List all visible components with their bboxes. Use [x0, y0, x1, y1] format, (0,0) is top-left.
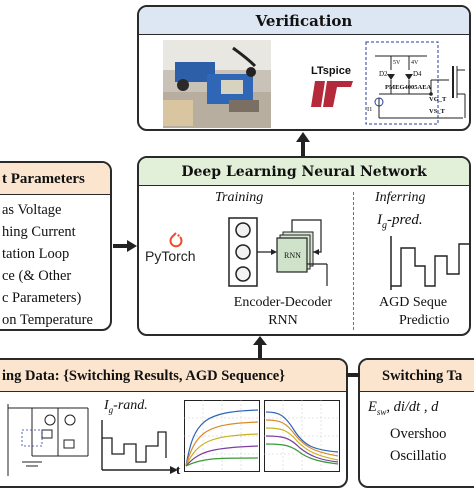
agd-caption-line1: AGD Seque [379, 295, 448, 310]
ig-pred-label: Ig-pred. [377, 212, 423, 231]
switching-targets-panel: Switching Ta Esw, di/dt , d Overshoo Osc… [358, 358, 474, 488]
input-parameters-panel: t Parameters as Voltage hing Current tat… [0, 161, 112, 331]
schematic-label-vgt: VG_T [429, 96, 447, 103]
pytorch-label: PyTorch [145, 248, 196, 264]
input-parameters-title: t Parameters [0, 163, 110, 195]
dlnn-title: Deep Learning Neural Network [139, 158, 469, 186]
schematic-label-vst: VS_T [429, 108, 445, 115]
schematic-drawing [365, 41, 466, 125]
ltspice-logo-mark [311, 81, 353, 107]
schematic-label-d2: D2 [379, 70, 388, 78]
switching-response-plot-2 [264, 400, 340, 472]
rnn-block-label: RNN [284, 251, 301, 260]
param-item: ce (& Other [2, 268, 72, 284]
pytorch-flame-icon [169, 232, 183, 248]
switching-targets-list: Esw, di/dt , d Overshoo Oscillatio [368, 396, 446, 467]
switching-response-plot-1 [184, 400, 260, 472]
ig-rand-suffix: -rand. [113, 398, 148, 413]
switching-targets-title: Switching Ta [360, 360, 474, 392]
target-line-1: Esw, di/dt , d [368, 396, 446, 423]
verification-panel: Verification LTspice [137, 5, 471, 131]
training-data-title: ing Data: {Switching Results, AGD Sequen… [0, 360, 346, 392]
ig-rand-waveform [101, 420, 178, 474]
arrow-targets-connector [346, 373, 360, 377]
arrow-data-to-network [253, 336, 267, 358]
arrow-params-to-network [113, 240, 137, 252]
encoder-decoder-line1: Encoder-Decoder [233, 295, 333, 310]
schematic-label-5v: 5V [393, 60, 401, 66]
pytorch-logo: PyTorch [145, 232, 209, 264]
input-parameters-list: as Voltage hing Current tation Loop ce (… [2, 199, 93, 329]
arrow-network-to-verification [296, 132, 310, 156]
training-data-panel: ing Data: {Switching Results, AGD Sequen… [0, 358, 348, 488]
param-item: as Voltage [2, 202, 62, 218]
energy-subscript: sw [376, 406, 387, 417]
schematic-part-number: PMEG4005AEA [385, 84, 432, 91]
ig-rand-symbol: I [104, 398, 109, 413]
verification-title: Verification [139, 7, 469, 35]
param-item: hing Current [2, 224, 76, 240]
schematic-label-i1: I1 [367, 106, 373, 113]
schematic-label-d4: D4 [413, 70, 422, 78]
ltspice-logo: LTspice [311, 65, 359, 115]
target-line-2: Overshoo [390, 425, 447, 442]
encoder-decoder-line2: RNN [268, 313, 298, 328]
dlnn-panel: Deep Learning Neural Network PyTorch Tra… [137, 156, 471, 336]
target-line-1-rest: , di/dt , d [386, 399, 439, 415]
test-circuit-schematic [7, 404, 89, 476]
gate-driver-schematic: D2 D4 5V 4V PMEG4005AEA I1 VG_T VS_T [365, 40, 469, 128]
agd-prediction-caption: AGD Seque Predictio [379, 294, 450, 330]
training-label: Training [215, 190, 264, 205]
param-item: tation Loop [2, 246, 70, 262]
param-item: on Temperature [2, 312, 93, 328]
energy-symbol: E [368, 399, 377, 415]
agd-caption-line2: Predictio [399, 313, 450, 328]
ig-pred-suffix: -pred. [387, 212, 423, 228]
inferring-label: Inferring [375, 190, 426, 205]
ig-pred-waveform [390, 236, 469, 290]
encoder-decoder-diagram [228, 217, 328, 287]
ig-rand-subscript: g [108, 404, 114, 415]
hardware-photo [163, 40, 271, 128]
section-divider [353, 192, 354, 330]
target-line-3: Oscillatio [390, 447, 447, 464]
time-axis-label: t [176, 462, 181, 477]
ig-pred-symbol: I [377, 212, 382, 228]
schematic-label-4v: 4V [411, 60, 419, 66]
ig-pred-subscript: g [382, 220, 387, 231]
param-item: c Parameters) [2, 290, 82, 306]
ltspice-logo-text: LTspice [311, 65, 351, 77]
encoder-decoder-caption: Encoder-Decoder RNN [219, 294, 347, 330]
ig-rand-label: Ig-rand. [104, 398, 148, 415]
